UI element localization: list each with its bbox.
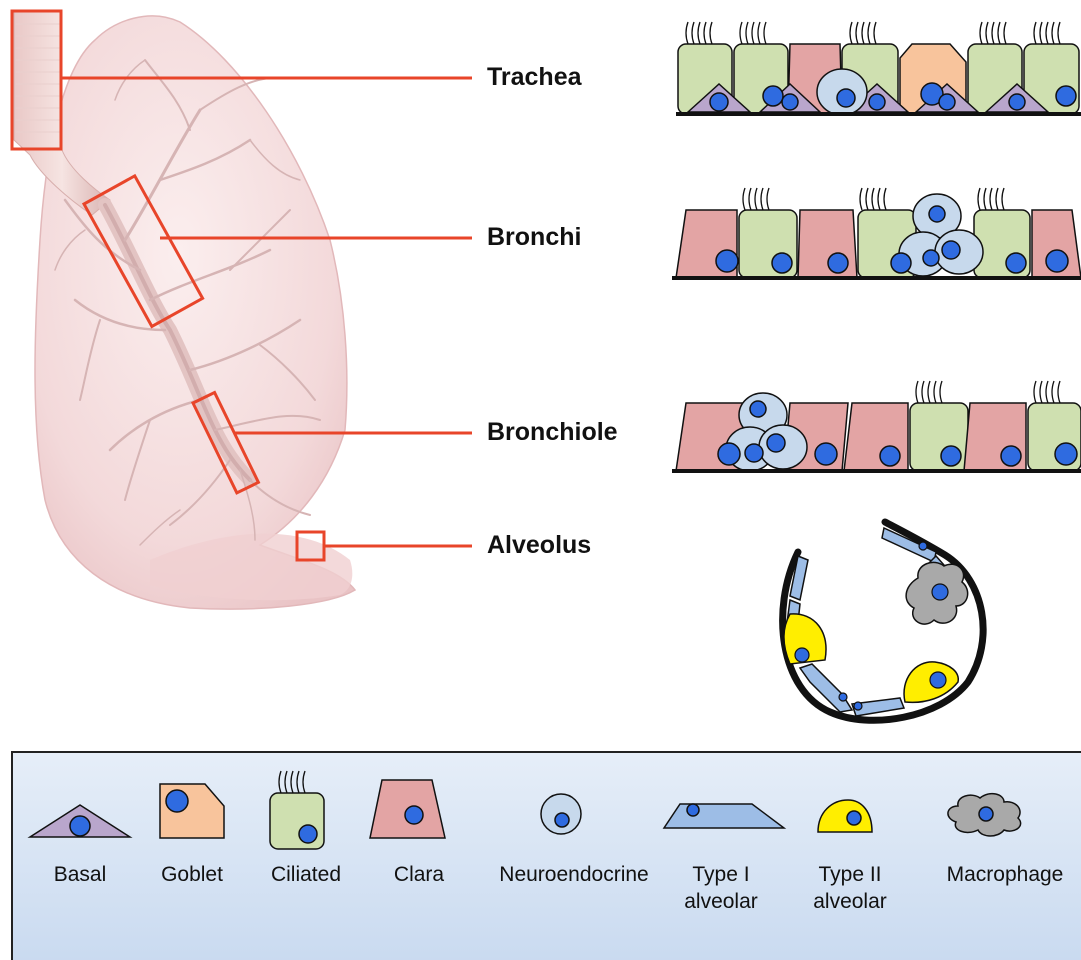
legend-label-type2-line2: alveolar bbox=[800, 890, 900, 914]
legend-ciliated-icon bbox=[270, 793, 324, 849]
legend-label-basal: Basal bbox=[50, 863, 110, 887]
bronchiole-epithelium bbox=[672, 381, 1081, 471]
alveolus-diagram bbox=[783, 522, 984, 720]
clara-cell bbox=[798, 210, 857, 278]
cilia-group bbox=[686, 22, 1060, 44]
bronchi-label: Bronchi bbox=[487, 223, 581, 252]
legend-panel bbox=[12, 752, 1081, 960]
legend-basal-nucleus bbox=[70, 816, 90, 836]
legend-label-neuroendocrine: Neuroendocrine bbox=[481, 863, 667, 887]
legend-label-clara: Clara bbox=[384, 863, 454, 887]
legend-label-type1-line2: alveolar bbox=[671, 890, 771, 914]
legend-neuroendocrine-nucleus bbox=[555, 813, 569, 827]
legend-type1-nucleus bbox=[687, 804, 699, 816]
alveolus-label: Alveolus bbox=[487, 531, 591, 560]
legend bbox=[12, 752, 1081, 960]
legend-ciliated-nucleus bbox=[299, 825, 317, 843]
legend-label-macrophage: Macrophage bbox=[930, 863, 1080, 887]
bronchi-epithelium bbox=[672, 188, 1081, 278]
legend-type2-nucleus bbox=[847, 811, 861, 825]
trachea-epithelium bbox=[676, 22, 1081, 115]
type1-cell bbox=[800, 664, 852, 712]
legend-label-type1-line1: Type I bbox=[676, 863, 766, 887]
cilia-group bbox=[916, 381, 1060, 403]
legend-label-ciliated: Ciliated bbox=[258, 863, 354, 887]
legend-macrophage-nucleus bbox=[979, 807, 993, 821]
legend-goblet-nucleus bbox=[166, 790, 188, 812]
cilia-group bbox=[743, 188, 1004, 210]
lung-lobe bbox=[35, 16, 355, 609]
legend-clara-nucleus bbox=[405, 806, 423, 824]
bronchiole-label: Bronchiole bbox=[487, 418, 618, 447]
trachea-label: Trachea bbox=[487, 63, 582, 92]
legend-label-goblet: Goblet bbox=[157, 863, 227, 887]
legend-label-type2-line1: Type II bbox=[800, 863, 900, 887]
